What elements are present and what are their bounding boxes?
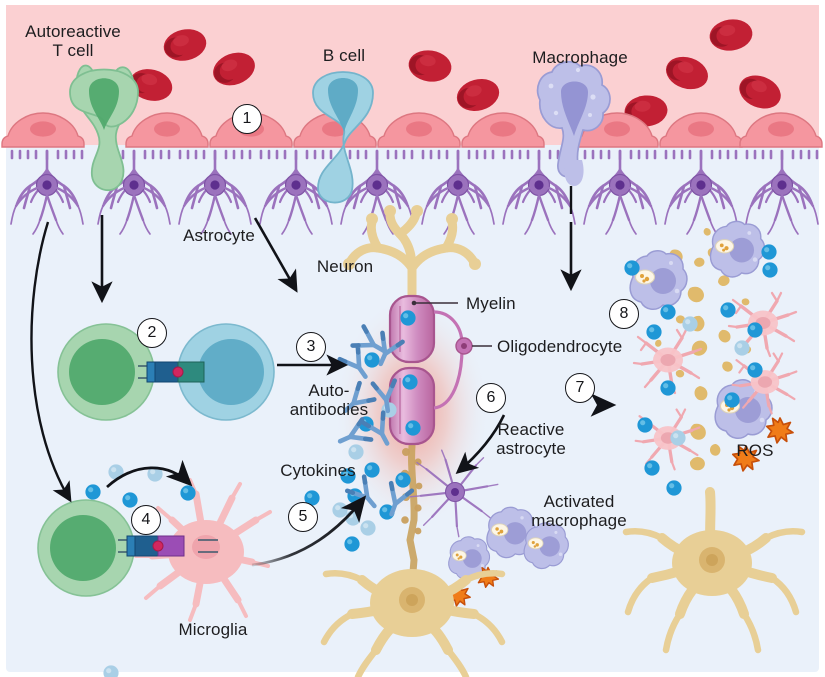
step4-receptor-complex — [118, 535, 218, 557]
leader-lines — [414, 302, 492, 347]
step-badge-3: 3 — [296, 332, 326, 362]
bottom-center-neuron — [320, 569, 506, 677]
step-badge-1: 1 — [232, 104, 262, 134]
step-badge-2: 2 — [137, 318, 167, 348]
axon-reactive-astrocyte — [409, 449, 499, 538]
step-badge-6: 6 — [476, 383, 506, 413]
step-badge-8: 8 — [609, 299, 639, 329]
step4-t-cell — [37, 499, 135, 597]
step2-t-cell — [57, 323, 155, 421]
central-neuron — [343, 205, 481, 588]
oligodendrocyte — [433, 310, 473, 410]
step2-tcr-mhc-complex — [138, 361, 205, 383]
arrow-tcell-to-microglia — [30, 221, 72, 503]
autoreactive-t-cell-transmigrating — [69, 64, 139, 191]
step-badge-4: 4 — [131, 505, 161, 535]
macrophage-tail — [564, 160, 584, 186]
arrow-step5-cytokines — [251, 495, 367, 567]
arrow-bcell-down — [253, 217, 298, 293]
macrophage-transmigrating — [536, 60, 611, 178]
arrow-step6 — [455, 414, 506, 475]
b-cell-transmigrating — [312, 71, 374, 204]
step-badge-5: 5 — [288, 502, 318, 532]
arrow-step4-cytokines — [106, 459, 193, 489]
arrows — [30, 215, 617, 567]
myelin-sheath-upper — [388, 294, 436, 364]
bottom-right-neuron — [622, 487, 806, 654]
step-badge-7: 7 — [565, 373, 595, 403]
